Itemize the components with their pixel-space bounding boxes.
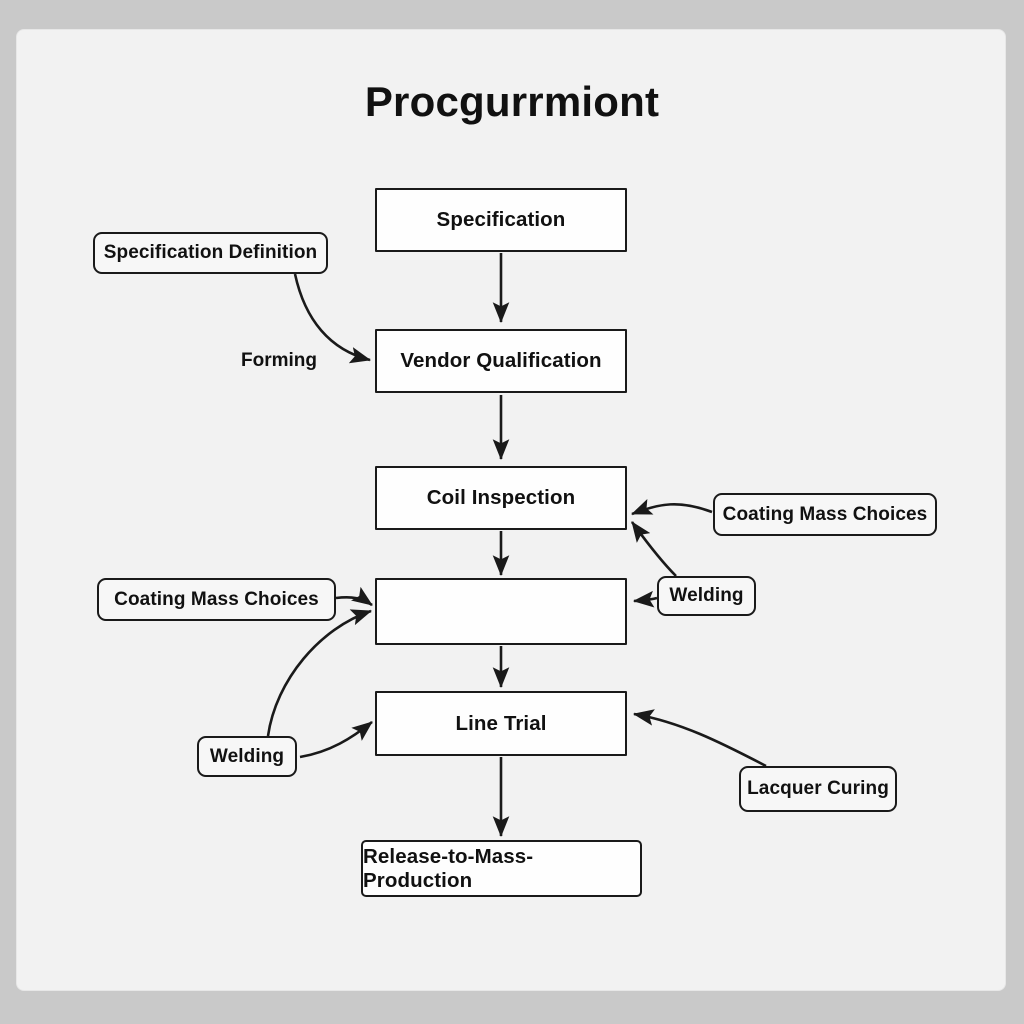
node-coating-mass-choices-left[interactable]: Coating Mass Choices: [97, 578, 336, 621]
label-forming: Forming: [241, 350, 317, 371]
edge-coating-mass-choices-right-to-coil-inspection: [631, 499, 713, 516]
node-welding-right[interactable]: Welding: [657, 576, 756, 616]
node-specification-definition[interactable]: Specification Definition: [93, 232, 328, 274]
edge-welding-right-to-unlabeled-step: [632, 590, 658, 608]
node-unlabeled-step[interactable]: [375, 578, 627, 645]
node-line-trial[interactable]: Line Trial: [375, 691, 627, 756]
node-specification[interactable]: Specification: [375, 188, 627, 252]
diagram-title: Procgurrmiont: [364, 78, 660, 125]
edge-coating-mass-choices-left-to-unlabeled-step: [335, 586, 373, 607]
node-lacquer-curing[interactable]: Lacquer Curing: [739, 766, 897, 812]
node-vendor-qualification[interactable]: Vendor Qualification: [375, 329, 627, 393]
edge-welding-right-to-coil-inspection: [630, 521, 677, 577]
edge-lacquer-curing-to-line-trial: [632, 709, 767, 768]
node-coil-inspection[interactable]: Coil Inspection: [375, 466, 627, 530]
edge-welding-left-to-line-trial: [299, 720, 373, 759]
node-welding-left[interactable]: Welding: [197, 736, 297, 777]
node-coating-mass-choices-right[interactable]: Coating Mass Choices: [713, 493, 937, 536]
node-release-to-mass-production[interactable]: Release-to-Mass-Production: [361, 840, 642, 897]
edge-specification-definition-to-vendor-qualification: [293, 273, 372, 364]
edge-welding-left-to-unlabeled-step: [266, 609, 372, 737]
